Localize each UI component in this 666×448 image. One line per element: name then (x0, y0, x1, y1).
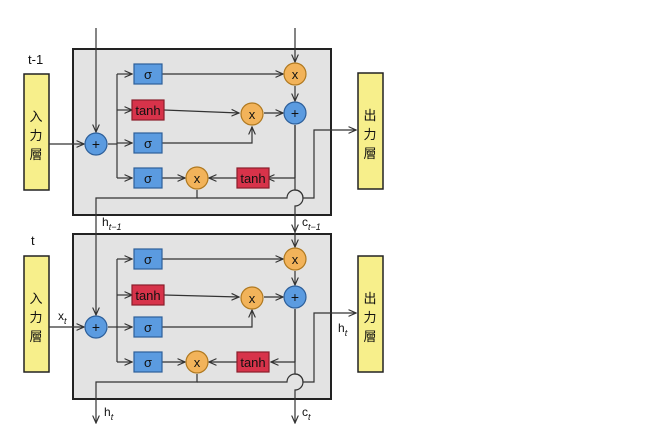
output-label-char-2: 力 (363, 311, 376, 326)
multiply-node-output-label: x (194, 171, 201, 186)
tanh-gate-1-label: tanh (135, 288, 160, 303)
sigmoid-gate-2-label: σ (144, 136, 152, 151)
output-layer-bottom (357, 255, 384, 373)
add-node-cell (283, 285, 307, 309)
add-node-input (84, 132, 108, 156)
h-prev-label: ht−1 (102, 215, 121, 232)
multiply-node-input (240, 102, 264, 126)
add-node-input-label: + (92, 319, 100, 335)
h-output-label: ht (338, 321, 348, 338)
output-label-char-3: 層 (363, 330, 376, 345)
sigmoid-gate-2 (133, 132, 163, 154)
add-node-cell-label: + (291, 289, 299, 305)
multiply-node-forget (283, 247, 307, 271)
lstm-cell-top: t-1 入 力 層 出 力 層 (23, 28, 384, 232)
input-layer-top (23, 73, 50, 191)
sigmoid-gate-2-label: σ (144, 320, 152, 335)
multiply-node-input (240, 286, 264, 310)
multiply-node-forget-label: x (292, 252, 299, 267)
input-label-char-1: 入 (29, 292, 42, 307)
sigmoid-gate-3-label: σ (144, 355, 152, 370)
sigmoid-gate-3-label: σ (144, 171, 152, 186)
multiply-node-output (185, 350, 209, 374)
sigmoid-gate-1 (133, 63, 163, 85)
sigmoid-gate-1 (133, 248, 163, 270)
sigmoid-gate-3 (133, 167, 163, 189)
time-label-bottom: t (31, 233, 35, 248)
tanh-gate-2 (236, 167, 270, 189)
add-node-cell-label: + (291, 105, 299, 121)
output-label-char-2: 力 (363, 128, 376, 143)
output-label-char-3: 層 (363, 147, 376, 162)
multiply-node-forget (283, 62, 307, 86)
tanh-gate-2 (236, 351, 270, 373)
tanh-gate-1 (131, 99, 165, 121)
add-node-input (84, 315, 108, 339)
input-label-char-1: 入 (29, 110, 42, 125)
add-node-input-label: + (92, 136, 100, 152)
sigmoid-gate-1-label: σ (144, 252, 152, 267)
x-input-label: xt (58, 309, 67, 326)
input-label-char-2: 力 (29, 311, 42, 326)
input-label-char-3: 層 (29, 330, 42, 345)
input-layer-bottom (23, 255, 50, 373)
h-next-label: ht (104, 405, 114, 422)
multiply-node-input-label: x (249, 291, 256, 306)
output-label-char-1: 出 (363, 292, 376, 307)
tanh-gate-1-label: tanh (135, 103, 160, 118)
input-label-char-3: 層 (29, 148, 42, 163)
multiply-node-output-label: x (194, 355, 201, 370)
tanh-gate-1 (131, 284, 165, 306)
sigmoid-gate-2 (133, 316, 163, 338)
c-prev-label: ct−1 (302, 215, 321, 232)
lstm-cell-bottom: t 入 力 層 出 力 層 (23, 232, 384, 423)
output-layer-top (357, 72, 384, 190)
c-next-label: ct (302, 405, 311, 422)
multiply-node-forget-label: x (292, 67, 299, 82)
sigmoid-gate-3 (133, 351, 163, 373)
add-node-cell (283, 101, 307, 125)
input-label-char-2: 力 (29, 129, 42, 144)
tanh-gate-2-label: tanh (240, 171, 265, 186)
tanh-gate-2-label: tanh (240, 355, 265, 370)
sigmoid-gate-1-label: σ (144, 67, 152, 82)
output-label-char-1: 出 (363, 109, 376, 124)
time-label-top: t-1 (28, 52, 43, 67)
multiply-node-input-label: x (249, 107, 256, 122)
multiply-node-output (185, 166, 209, 190)
